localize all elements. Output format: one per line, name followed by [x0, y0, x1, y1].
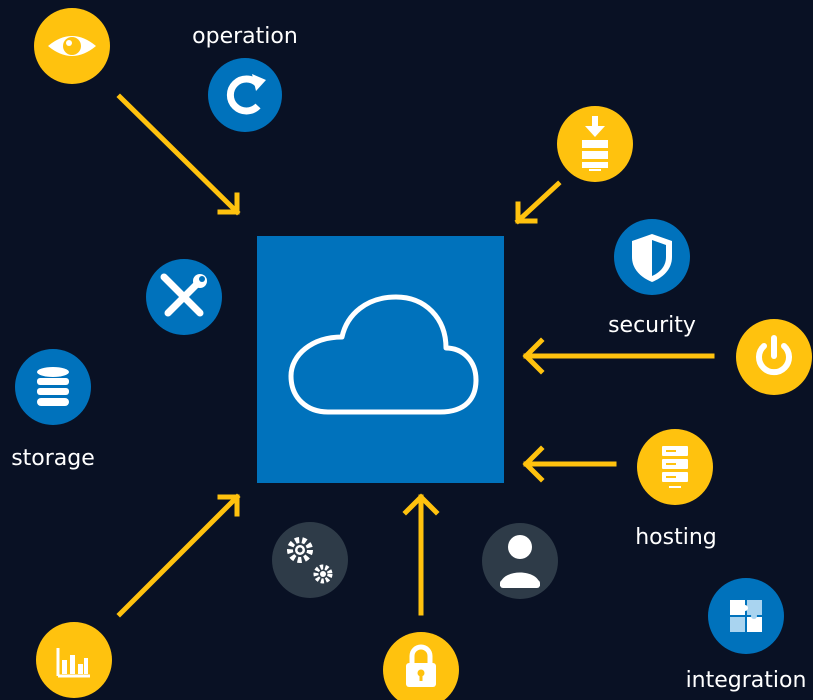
- security-label: security: [608, 313, 696, 338]
- power-icon: [736, 319, 812, 395]
- arrow-top-right: [514, 180, 562, 225]
- database-icon: [15, 349, 91, 425]
- operation-label: operation: [192, 24, 298, 49]
- shield-icon: [614, 219, 690, 295]
- cloud-icon: [288, 294, 479, 415]
- eye-icon: [34, 8, 110, 84]
- server-download-icon: [557, 106, 633, 182]
- user-icon: [482, 523, 558, 599]
- arrow-power: [522, 337, 715, 375]
- cloud-center-tile: [257, 236, 504, 483]
- hosting-label: hosting: [635, 525, 717, 550]
- wrench-screwdriver-icon: [146, 259, 222, 335]
- gears-icon: [272, 522, 348, 598]
- refresh-icon: [208, 58, 282, 132]
- server-rack-icon: [637, 429, 713, 505]
- arrow-hosting: [522, 445, 617, 483]
- storage-label: storage: [11, 446, 95, 471]
- puzzle-icon: [708, 578, 784, 654]
- arrow-bottom-left: [116, 493, 241, 618]
- arrow-top-left: [116, 93, 241, 216]
- arrow-bottom-center: [402, 493, 440, 616]
- integration-label: integration: [685, 668, 807, 693]
- lock-icon: [383, 632, 459, 700]
- bar-chart-icon: [36, 622, 112, 698]
